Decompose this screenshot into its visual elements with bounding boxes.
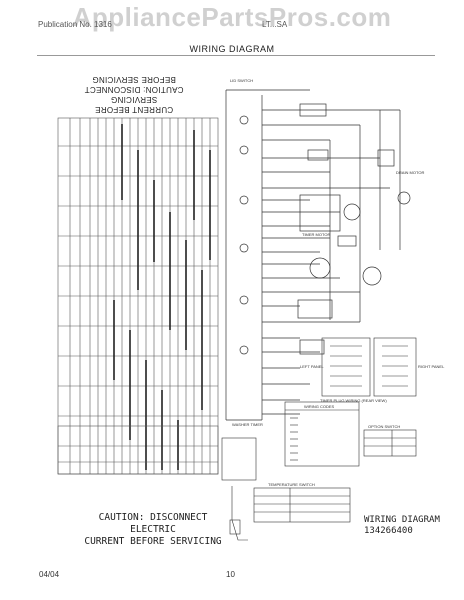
publication-number: Publication No. 1316 (38, 20, 112, 29)
timer-contact-bars (113, 124, 211, 470)
caution-top: CURRENT BEFORE SERVICING CAUTION: DISCON… (78, 74, 190, 114)
diagram-label-number: 134266400 (364, 526, 413, 536)
caution-bottom-line2: CURRENT BEFORE SERVICING (84, 536, 222, 547)
left-panel-label: LEFT PANEL (300, 364, 324, 369)
chart-label-row (57, 425, 219, 475)
caution-top-line2: CURRENT BEFORE SERVICING (94, 95, 174, 114)
right-panel-label: RIGHT PANEL (418, 364, 445, 369)
plug-inset (221, 437, 257, 541)
watermark: AppliancePartsPros.com (72, 2, 392, 32)
model-number: LT...SA (262, 20, 288, 29)
wiring-codes-box (284, 401, 360, 467)
timer-motor-label: TIMER MOTOR (302, 232, 331, 237)
caution-top-line1: CAUTION: DISCONNECT BEFORE SERVICING (84, 75, 184, 94)
temperature-switch-table (253, 487, 351, 523)
option-switch-table (363, 429, 417, 457)
page-title: WIRING DIAGRAM (189, 44, 275, 54)
caution-bottom: CAUTION: DISCONNECT ELECTRIC CURRENT BEF… (78, 512, 228, 548)
washer-timer-label: WASHER TIMER (232, 422, 263, 427)
footer-date: 04/04 (39, 570, 60, 579)
timer-plug-wiring (321, 337, 417, 397)
drain-motor-label: DRAIN MOTOR (396, 170, 425, 175)
diagram-frame (37, 55, 435, 576)
lid-switch-label: LID SWITCH (230, 78, 254, 83)
timer-panel-label: TIMER PLUG WIRING (REAR VIEW) (320, 398, 387, 403)
wiring-codes-label: WIRING CODES (304, 404, 335, 409)
caution-bottom-line1: CAUTION: DISCONNECT ELECTRIC (98, 512, 208, 535)
diagram-label-title: WIRING DIAGRAM (364, 515, 440, 525)
schematic-components (239, 103, 411, 355)
schematic-wires (225, 89, 401, 421)
temperature-switch-label: TEMPERATURE SWITCH (268, 482, 315, 487)
diagram-label: WIRING DIAGRAM 134266400 (364, 515, 444, 537)
footer-page: 10 (226, 570, 235, 579)
option-switch-label: OPTION SWITCH (368, 424, 401, 429)
